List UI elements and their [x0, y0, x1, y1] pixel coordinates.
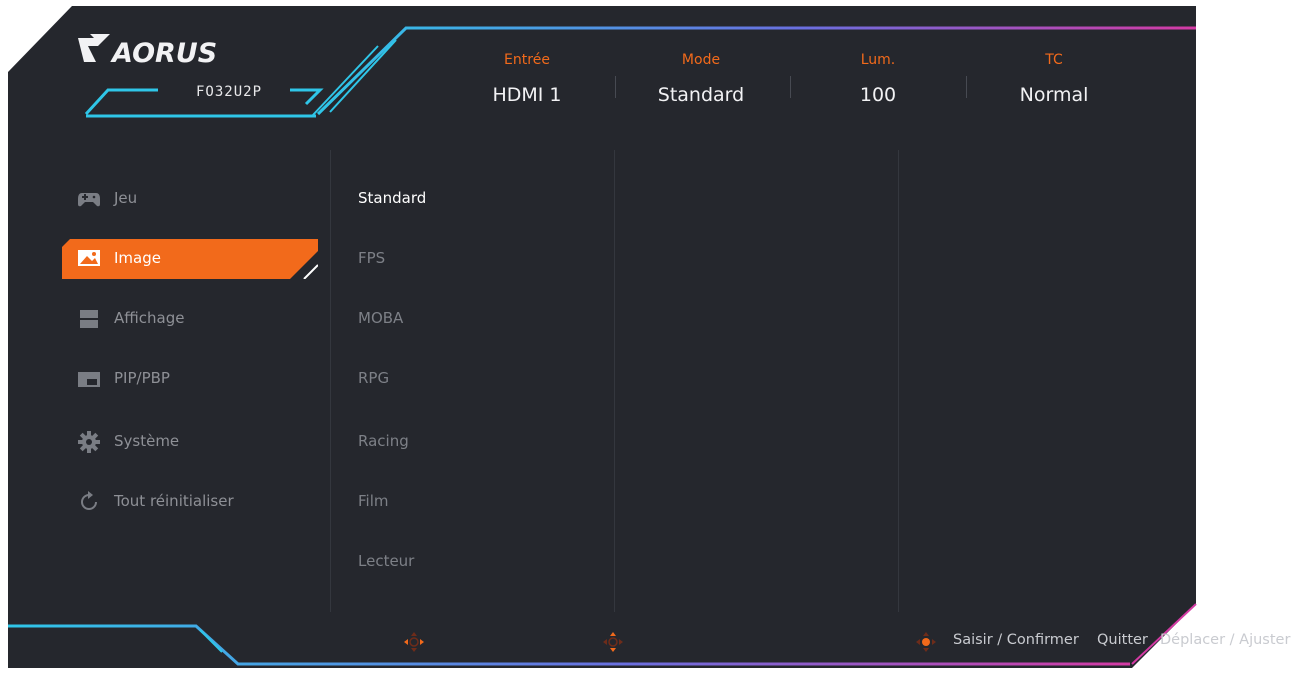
svg-text:AORUS: AORUS [110, 38, 217, 69]
menu-item-reset[interactable]: Tout réinitialiser [62, 482, 318, 522]
joystick-hint-icon [404, 632, 424, 652]
menu-item-label: Affichage [114, 309, 185, 327]
header-divider [615, 76, 616, 98]
menu-item-image[interactable]: Image [62, 239, 318, 279]
menu-item-pip-pbp[interactable]: PIP/PBP [62, 359, 318, 399]
menu-item-label: PIP/PBP [114, 369, 170, 387]
display-icon [80, 310, 98, 328]
submenu-item-film[interactable]: Film [358, 492, 389, 510]
submenu-item-racing[interactable]: Racing [358, 432, 409, 450]
header-color-temp-label: TC [1045, 52, 1063, 68]
footer-enter-hint: Saisir / Confirmer [953, 632, 1079, 648]
column-divider [614, 150, 615, 612]
header-mode-label: Mode [681, 52, 721, 68]
gear-icon [78, 431, 100, 453]
header-divider [966, 76, 967, 98]
menu-item-systeme[interactable]: Système [62, 422, 318, 462]
menu-item-label: Tout réinitialiser [114, 492, 234, 510]
header-color-temp-value: Normal [1019, 84, 1089, 106]
menu-item-label: Image [114, 249, 161, 267]
aorus-logo-icon: AORUS [78, 34, 217, 69]
header-mode-value: Standard [657, 84, 745, 106]
menu-item-label: Système [114, 432, 180, 450]
submenu-item-lecteur[interactable]: Lecteur [358, 552, 415, 570]
joystick-hint-icon [603, 632, 623, 652]
menu-item-affichage[interactable]: Affichage [62, 299, 318, 339]
menu-item-label: Jeu [114, 189, 138, 207]
submenu-item-standard[interactable]: Standard [358, 189, 427, 207]
header-input-label: Entrée [504, 52, 550, 68]
model-name: FO32U2P [196, 84, 263, 100]
submenu-item-fps[interactable]: FPS [358, 249, 386, 267]
submenu-item-rpg[interactable]: RPG [358, 369, 390, 387]
active-highlight [62, 239, 318, 279]
picture-icon [78, 250, 100, 266]
header-brightness-label: Lum. [860, 52, 896, 68]
header-divider [790, 76, 791, 98]
header-brightness-value: 100 [859, 84, 897, 106]
column-divider [330, 150, 331, 612]
gamepad-icon [78, 193, 100, 207]
joystick-press-icon [916, 632, 936, 652]
reset-icon [81, 491, 97, 510]
column-divider [898, 150, 899, 612]
pip-icon [78, 372, 100, 387]
footer-exit-hint: Quitter [1097, 632, 1148, 648]
menu-item-jeu[interactable]: Jeu [62, 179, 318, 219]
submenu-item-moba[interactable]: MOBA [358, 309, 404, 327]
header-input-value: HDMI 1 [492, 84, 562, 106]
footer-move-hint: Déplacer / Ajuster [1160, 632, 1291, 648]
